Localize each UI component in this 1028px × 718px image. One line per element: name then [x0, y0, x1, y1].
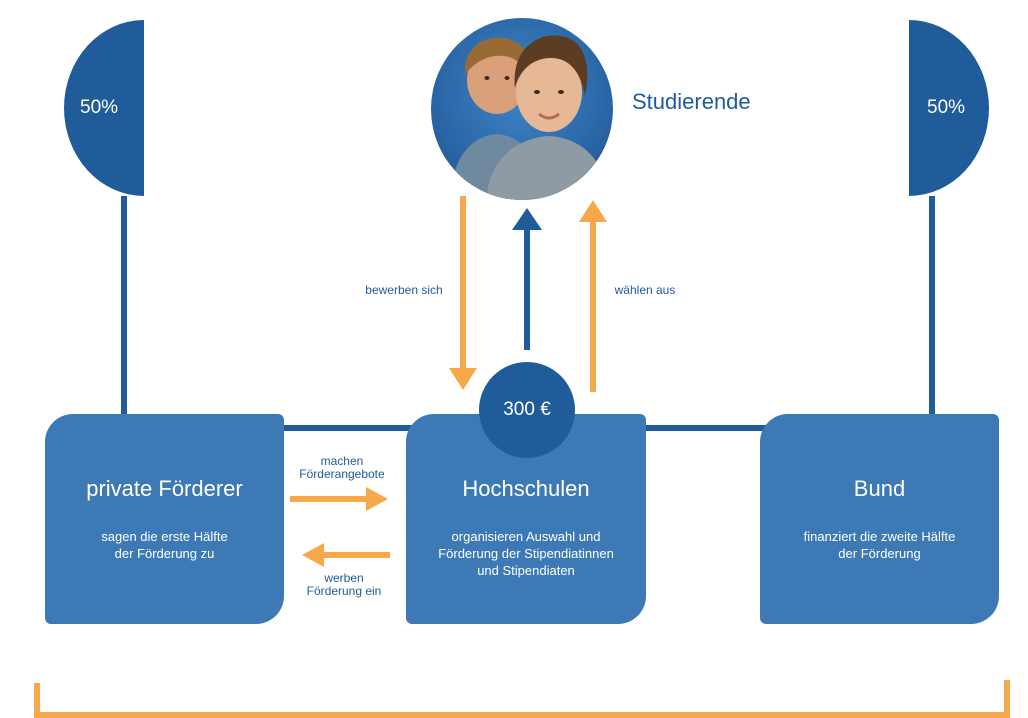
universities-description-line-3: und Stipendiaten	[477, 563, 575, 578]
federal-title: Bund	[853, 476, 906, 501]
universities-description: organisieren Auswahl und Förderung der S…	[406, 528, 646, 579]
award-arrow-head	[512, 208, 542, 230]
students-illustration	[451, 35, 607, 200]
federal-description: finanziert die zweite Hälfte der Förderu…	[760, 528, 999, 562]
apply-label: bewerben sich	[365, 283, 443, 297]
recruit-label: werben Förderung ein	[288, 572, 400, 598]
private-sponsors-box: private Förderer sagen die erste Hälfte …	[45, 414, 284, 624]
right-share-half-circle	[909, 20, 989, 196]
recruit-label-line-1: werben	[324, 571, 364, 585]
bottom-bracket	[34, 680, 1010, 718]
right-share-label: 50%	[927, 97, 966, 118]
left-share-label: 50%	[80, 97, 119, 118]
students-photo	[431, 18, 613, 200]
private-sponsors-description-line-2: der Förderung zu	[114, 546, 215, 561]
select-arrow-head	[579, 200, 607, 222]
universities-description-line-2: Förderung der Stipendiatinnen	[438, 546, 614, 561]
federal-description-line-1: finanziert die zweite Hälfte	[803, 529, 956, 544]
universities-description-line-1: organisieren Auswahl und	[451, 529, 601, 544]
amount-badge: 300 €	[479, 362, 575, 458]
offers-label-line-2: Förderangebote	[299, 467, 385, 481]
left-share-half-circle	[64, 20, 144, 196]
recruit-label-line-2: Förderung ein	[306, 584, 382, 598]
private-sponsors-description: sagen die erste Hälfte der Förderung zu	[45, 528, 284, 562]
universities-title: Hochschulen	[462, 476, 590, 501]
private-sponsors-title: private Förderer	[86, 476, 243, 501]
private-sponsors-description-line-1: sagen die erste Hälfte	[101, 529, 228, 544]
offers-label-line-1: machen	[320, 454, 364, 468]
federal-box: Bund finanziert die zweite Hälfte der Fö…	[760, 414, 999, 624]
students-label: Studierende	[632, 89, 751, 114]
offers-label: machen Förderangebote	[286, 455, 398, 481]
federal-description-line-2: der Förderung	[838, 546, 921, 561]
offers-arrow-head	[366, 487, 388, 511]
recruit-arrow-head	[302, 543, 324, 567]
apply-arrow-head	[449, 368, 477, 390]
select-label: wählen aus	[614, 283, 676, 297]
